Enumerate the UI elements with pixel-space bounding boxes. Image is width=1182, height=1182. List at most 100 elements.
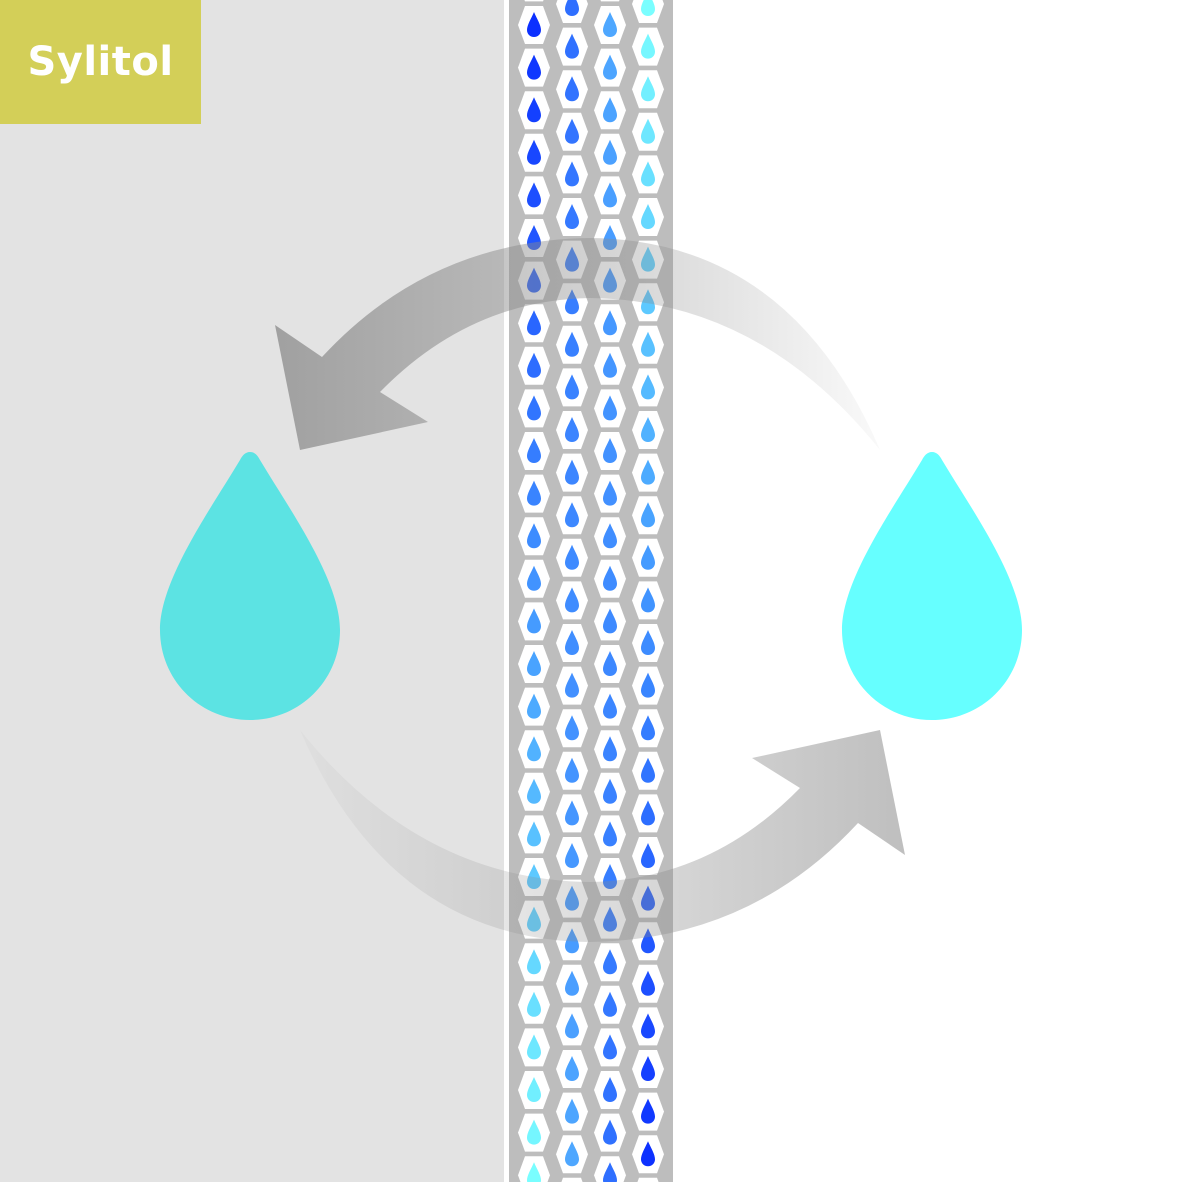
small-water-drop-icon [641,715,655,741]
small-water-drop-icon [565,118,579,144]
small-water-drop-icon [565,1013,579,1039]
small-water-drop-icon [527,438,541,463]
membrane-cell [561,1177,583,1182]
small-water-drop-icon [527,608,541,634]
membrane-cell [637,1177,659,1182]
small-water-drop-icon [565,800,579,826]
small-water-drop-icon [603,438,617,463]
small-water-drop-icon [603,480,617,506]
small-water-drop-icon [641,161,655,187]
small-water-drop-icon [565,161,579,187]
small-water-drop-icon [527,54,541,80]
small-water-drop-icon [527,949,541,975]
small-water-drop-icon [565,204,579,229]
brand-label-text: Sylitol [27,39,174,85]
small-water-drop-icon [527,991,541,1017]
small-water-drop-icon [565,630,579,655]
small-water-drop-icon [565,672,579,698]
small-water-drop-icon [641,1013,655,1039]
small-water-drop-icon [527,352,541,378]
small-water-drop-icon [603,395,617,421]
small-water-drop-icon [527,1119,541,1145]
small-water-drop-icon [641,1098,655,1124]
small-water-drop-icon [565,76,579,102]
small-water-drop-icon [603,778,617,804]
small-water-drop-icon [527,97,541,123]
small-water-drop-icon [641,800,655,826]
membrane-cell [600,0,620,2]
brand-label: Sylitol [0,0,201,124]
arrow-top-to-left [275,238,880,450]
small-water-drop-icon [527,821,541,847]
small-water-drop-icon [603,693,617,719]
small-water-drop-icon [603,608,617,634]
small-water-drop-icon [565,1141,579,1167]
membrane-cell [524,0,544,2]
small-water-drop-icon [603,949,617,975]
small-water-drop-icon [565,970,579,996]
arrow-bottom-to-right [300,730,905,942]
small-water-drop-icon [641,1141,655,1167]
small-water-drop-icon [603,1119,617,1145]
small-water-drop-icon [641,843,655,868]
small-water-drop-icon [603,139,617,165]
small-water-drop-icon [603,1162,617,1182]
small-water-drop-icon [527,651,541,676]
small-water-drop-icon [565,587,579,613]
small-water-drop-icon [603,991,617,1017]
small-water-drop-icon [641,502,655,528]
small-water-drop-icon [565,331,579,357]
small-water-drop-icon [527,395,541,421]
small-water-drop-icon [603,523,617,549]
small-water-drop-icon [641,928,655,954]
small-water-drop-icon [603,352,617,378]
small-water-drop-icon [641,757,655,783]
small-water-drop-icon [565,502,579,528]
small-water-drop-icon [527,310,541,336]
small-water-drop-icon [527,182,541,208]
small-water-drop-icon [527,1034,541,1060]
small-water-drop-icon [641,118,655,144]
small-water-drop-icon [603,97,617,123]
small-water-drop-icon [527,12,541,37]
small-water-drop-icon [641,417,655,442]
small-water-drop-icon [565,0,579,16]
small-water-drop-icon [565,417,579,442]
small-water-drop-icon [527,480,541,506]
small-water-drop-icon [603,182,617,208]
small-water-drop-icon [603,1077,617,1102]
small-water-drop-icon [641,0,655,16]
small-water-drop-icon [641,33,655,59]
small-water-drop-icon [603,310,617,336]
small-water-drop-icon [527,523,541,549]
small-water-drop-icon [603,54,617,80]
small-water-drop-icon [565,1098,579,1124]
small-water-drop-icon [527,565,541,591]
small-water-drop-icon [641,544,655,570]
small-water-drop-icon [641,630,655,655]
small-water-drop-icon [565,374,579,400]
small-water-drop-icon [641,459,655,485]
small-water-drop-icon [527,778,541,804]
small-water-drop-icon [641,1056,655,1081]
small-water-drop-icon [527,693,541,719]
small-water-drop-icon [641,970,655,996]
small-water-drop-icon [565,289,579,315]
small-water-drop-icon [641,331,655,357]
small-water-drop-icon [565,843,579,868]
right-water-drop [842,452,1022,720]
small-water-drop-icon [641,204,655,229]
small-water-drop-icon [565,1056,579,1081]
left-water-drop [160,452,340,720]
small-water-drop-icon [565,459,579,485]
small-water-drop-icon [565,33,579,59]
small-water-drop-icon [641,672,655,698]
small-water-drop-icon [565,757,579,783]
small-water-drop-icon [641,76,655,102]
small-water-drop-icon [603,736,617,762]
small-water-drop-icon [603,565,617,591]
small-water-drop-icon [641,587,655,613]
small-water-drop-icon [603,821,617,847]
small-water-drop-icon [527,1077,541,1102]
